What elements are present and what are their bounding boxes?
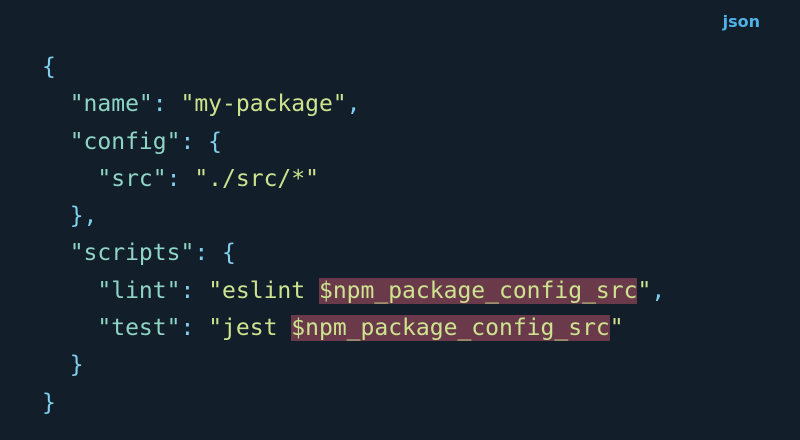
code-line: "config": { bbox=[42, 124, 665, 161]
json-punctuation: : bbox=[152, 91, 181, 118]
json-key: "name" bbox=[42, 91, 153, 118]
code-line: "test": "jest $npm_package_config_src" bbox=[42, 310, 665, 347]
json-string: "eslint bbox=[208, 277, 319, 304]
json-punctuation: } bbox=[42, 389, 56, 416]
json-key: "src" bbox=[42, 165, 167, 192]
code-line: } bbox=[42, 385, 665, 422]
json-punctuation: , bbox=[651, 277, 666, 304]
json-string: "my-package" bbox=[180, 91, 347, 118]
code-line: "src": "./src/*" bbox=[42, 161, 665, 198]
json-string: "./src/*" bbox=[194, 165, 319, 192]
code-line: "name": "my-package", bbox=[42, 86, 665, 123]
code-line: }, bbox=[42, 198, 665, 235]
json-key: "test" bbox=[42, 315, 181, 342]
json-punctuation: } bbox=[42, 352, 84, 379]
json-string: " bbox=[609, 315, 624, 342]
json-punctuation: { bbox=[42, 54, 56, 80]
code-line: { bbox=[42, 49, 665, 86]
json-punctuation: }, bbox=[42, 203, 98, 230]
highlighted-variable: $npm_package_config_src bbox=[291, 315, 610, 342]
json-punctuation: : { bbox=[180, 128, 223, 155]
json-punctuation: : bbox=[180, 277, 209, 304]
json-punctuation: : bbox=[166, 165, 195, 192]
json-punctuation: , bbox=[346, 91, 361, 118]
json-string: "jest bbox=[208, 315, 292, 342]
language-label: json bbox=[722, 12, 760, 31]
json-key: "lint" bbox=[42, 277, 181, 304]
json-key: "config" bbox=[42, 128, 181, 155]
json-string: " bbox=[637, 277, 652, 304]
code-line: } bbox=[42, 347, 665, 384]
highlighted-variable: $npm_package_config_src bbox=[318, 277, 638, 304]
json-punctuation: : bbox=[180, 315, 209, 342]
json-punctuation: : { bbox=[194, 240, 236, 267]
code-line: "lint": "eslint $npm_package_config_src"… bbox=[42, 273, 665, 310]
code-line: "scripts": { bbox=[42, 235, 665, 272]
code-block: { "name": "my-package", "config": { "src… bbox=[42, 49, 665, 422]
json-key: "scripts" bbox=[42, 240, 195, 267]
